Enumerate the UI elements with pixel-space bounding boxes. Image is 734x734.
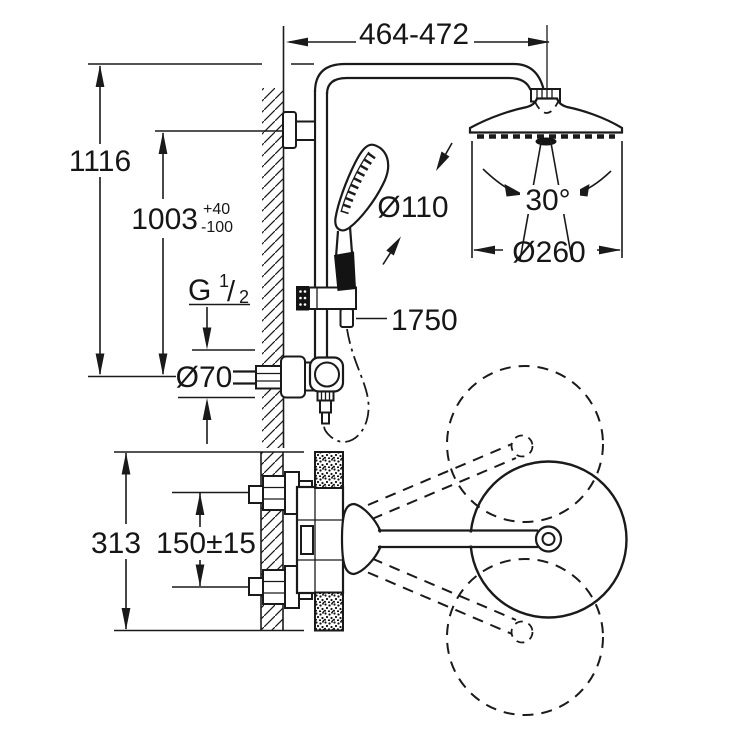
- escutcheon-diameter-label: Ø70: [176, 361, 233, 394]
- upper-height-tolerance-minus: -100: [201, 219, 233, 236]
- head-shower-dome: [468, 97, 624, 134]
- supply-spacing-label: 150±15: [156, 527, 256, 560]
- arrowhead: [202, 327, 212, 350]
- holder-adjust-plate: [296, 286, 309, 311]
- handle-dashed-up: [367, 443, 513, 506]
- arrowhead: [528, 37, 550, 47]
- thread-g: G: [188, 274, 211, 307]
- handle-dashed-up: [371, 457, 517, 520]
- ball-joint-dashed: [534, 101, 559, 114]
- hose-outlet: [319, 399, 332, 414]
- dimension-supply-spacing: 150±15: [156, 491, 266, 588]
- upper-height-label: 1003: [131, 203, 198, 236]
- wall-bracket-clamp: [295, 120, 316, 141]
- thread-numerator: 1: [219, 271, 229, 291]
- hand-shower-handle: [348, 226, 354, 254]
- head-shower-diameter-label: Ø260: [512, 236, 585, 269]
- dimension-top-width: 464-472: [286, 18, 550, 88]
- escutcheon: [280, 355, 306, 399]
- handle-cone: [340, 502, 382, 576]
- arrowhead: [121, 608, 131, 630]
- wall-upper-hatch: [262, 88, 283, 448]
- total-height-label: 1116: [69, 145, 131, 178]
- tile-bottom: [315, 592, 343, 631]
- hose-length-label: 1750: [391, 304, 458, 337]
- hand-shower-handle: [334, 230, 340, 258]
- arrowhead: [202, 398, 212, 420]
- arrowhead: [121, 452, 131, 475]
- supply-stub: [248, 577, 264, 596]
- holder-block: [308, 286, 357, 310]
- top-width-label: 464-472: [359, 18, 469, 51]
- supply-mixer-upper-view: [233, 355, 345, 425]
- thread-size-label: G 1 / 2: [188, 271, 250, 308]
- handle-dashed-down: [371, 557, 517, 621]
- hose-nipple: [321, 411, 330, 425]
- arrowhead: [473, 245, 495, 255]
- shower-arm: [313, 62, 545, 93]
- arrowhead: [95, 65, 105, 87]
- wall-bracket-plate: [282, 111, 297, 149]
- cartridge-detail: [300, 525, 314, 555]
- supply-stub: [248, 485, 264, 504]
- handle-range-circle-up: [446, 365, 604, 523]
- shower-hose: [323, 328, 370, 443]
- lower-height-label: 313: [91, 527, 141, 560]
- arrowhead: [158, 132, 168, 154]
- arrowhead: [386, 236, 401, 256]
- supply-hex: [262, 475, 286, 511]
- upper-height-tolerance-plus: +40: [203, 201, 230, 218]
- handle-tip-dashed-down: [510, 620, 534, 644]
- dimension-escutcheon-diameter: Ø70: [176, 307, 255, 444]
- spray-hub: [535, 137, 557, 146]
- handle-range-circle-down: [446, 558, 604, 716]
- supply-hex-nut: [255, 365, 282, 390]
- shower-arm: [325, 76, 532, 95]
- hand-shower-grip: [334, 251, 356, 291]
- supply-hex: [262, 569, 286, 605]
- arrowhead: [286, 37, 308, 47]
- shower-holder: 1750: [296, 286, 458, 337]
- rail-foot-knob: [314, 361, 340, 388]
- head-shower: 30° Ø260: [468, 97, 624, 269]
- dimension-total-height: 1116: [69, 63, 314, 378]
- arrowhead: [158, 353, 168, 376]
- arrowhead: [195, 564, 205, 587]
- arrowhead: [599, 245, 621, 255]
- arrowhead: [95, 353, 105, 376]
- arrowhead: [436, 151, 450, 171]
- section-view: 313 150±15: [91, 365, 628, 716]
- hand-shower: Ø110: [334, 142, 453, 291]
- hand-shower-head: [334, 143, 390, 232]
- hose-connector: [339, 308, 354, 328]
- spray-angle-label: 30°: [525, 184, 570, 217]
- tile-layer: [314, 451, 344, 632]
- hand-shower-diameter-label: Ø110: [377, 191, 448, 224]
- handle-tip-dashed-up: [510, 434, 534, 458]
- tile-top: [315, 452, 343, 488]
- dimension-upper-height: 1003 +40 -100: [131, 130, 283, 376]
- thread-slash: /: [227, 276, 236, 308]
- hand-shower-face-line: [340, 151, 370, 213]
- thread-denominator: 2: [239, 287, 249, 307]
- arrowhead: [504, 184, 524, 197]
- arrowhead: [195, 493, 205, 515]
- handle-dashed-down: [367, 571, 513, 635]
- handle-lever-tip-inner: [541, 532, 556, 546]
